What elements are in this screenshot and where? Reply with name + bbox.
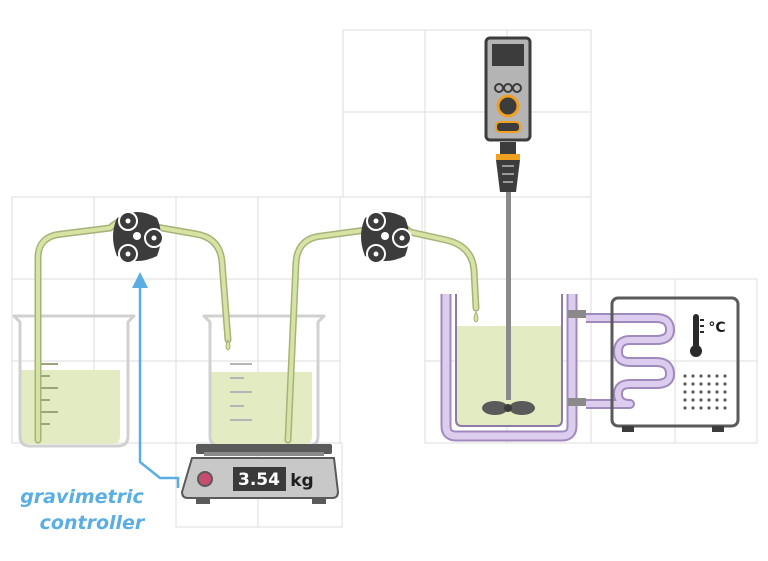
annotation-line-1: gravimetric: [20, 486, 144, 508]
stirrer-speed-knob[interactable]: [496, 94, 520, 118]
drop-into-beaker: [225, 338, 231, 351]
peristaltic-pump-icon: [113, 211, 164, 264]
peristaltic-pump-icon: [361, 211, 412, 264]
beaker-receiver: [202, 314, 326, 448]
annotation-line-2: controller: [40, 512, 146, 534]
drop-into-reactor: [473, 310, 479, 323]
vent-grille: [683, 374, 727, 410]
feedback-arrow: [132, 272, 180, 488]
balance-icon: 3.54 kg: [180, 444, 340, 504]
chiller-unit: °C: [610, 296, 740, 432]
beaker-source: [12, 314, 136, 448]
thermometer-icon: [690, 314, 704, 357]
coolant-lines: [568, 310, 675, 409]
temperature-unit-label: °C: [708, 320, 725, 336]
stirrer-motor-icon: [484, 36, 532, 192]
scale-display: [233, 467, 286, 491]
scale-reading: 3.54: [238, 470, 280, 490]
tare-button[interactable]: [197, 471, 213, 487]
scale-unit: kg: [290, 471, 313, 491]
background-grid: [11, 29, 758, 528]
impeller: [482, 192, 535, 415]
